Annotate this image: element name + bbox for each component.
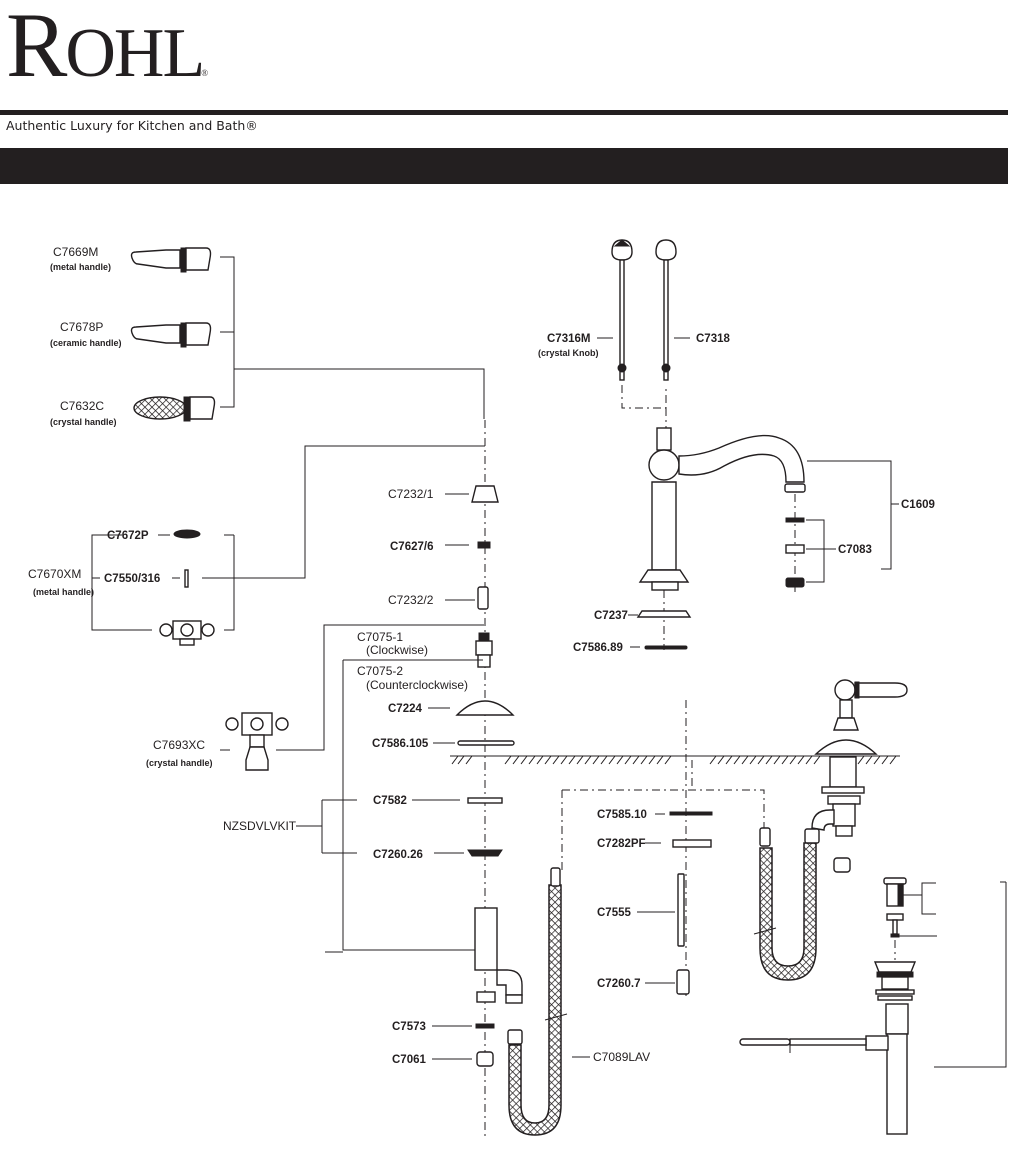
sleeve-c7232-2-icon[interactable] [477, 586, 489, 610]
label-c7083: C7083 [838, 544, 872, 556]
nut-c7627-6-icon[interactable] [477, 541, 491, 549]
spout-group: C1609 C7083 C7237 C7586.89 [573, 427, 935, 654]
label-c7237: C7237 [594, 610, 628, 622]
brand-name: ROHL® [6, 0, 208, 96]
label-c7318: C7318 [696, 333, 730, 345]
nut-c7260-26-icon[interactable] [467, 849, 503, 857]
label-c7075-2: C7075-2 [357, 664, 403, 678]
note-c7632c: (crystal handle) [50, 417, 117, 427]
crystal-cross-handle-group: C7693XC (crystal handle) [146, 624, 484, 771]
label-nzsdvlvkit: NZSDVLVKIT [223, 819, 297, 833]
label-c7586-89: C7586.89 [573, 642, 623, 654]
label-c7550-316: C7550/316 [104, 573, 160, 585]
handle-leader-lines [220, 256, 485, 419]
supply-hose-right-icon[interactable] [759, 809, 835, 981]
header-rule [0, 110, 1008, 115]
knob-metal-icon[interactable] [655, 239, 677, 381]
cross-handle-metal-icon[interactable] [159, 620, 215, 646]
label-c7585-10: C7585.10 [597, 809, 647, 821]
valve-body-icon[interactable] [474, 907, 523, 1004]
bonnet-c7232-1-icon[interactable] [471, 485, 499, 503]
pop-up-stopper-icon[interactable] [883, 877, 907, 938]
washer-c7585-10-icon[interactable] [669, 811, 713, 816]
label-c7670xm: C7670XM [28, 567, 81, 581]
note-c7693xc: (crystal handle) [146, 758, 213, 768]
nut-c7282pf-icon[interactable] [672, 839, 712, 848]
nut-c7260-7-icon[interactable] [676, 969, 690, 995]
label-c7232-2: C7232/2 [388, 593, 434, 607]
brand-tagline: Authentic Luxury for Kitchen and Bath® [6, 118, 258, 133]
assembled-valve-group [753, 679, 908, 981]
drain-body-icon[interactable] [739, 961, 917, 1135]
label-c7232-1: C7232/1 [388, 487, 434, 501]
label-c7693xc: C7693XC [153, 738, 205, 752]
cross-handle-kit-group: C7672P C7670XM (metal handle) C7550/316 [28, 445, 485, 646]
label-c1609: C1609 [901, 499, 935, 511]
handle-metal-icon[interactable] [130, 247, 212, 273]
escutcheon-c7224-icon[interactable] [455, 700, 515, 716]
aerator-washer-icon[interactable] [785, 517, 805, 523]
label-c7224: C7224 [388, 703, 422, 715]
washer-c7582-icon[interactable] [467, 797, 503, 804]
cap-c7672p-icon[interactable] [173, 529, 201, 539]
aerator-insert-icon[interactable] [785, 544, 805, 554]
spout-mount-group: C7585.10 C7282PF C7555 C7260.7 [561, 700, 765, 1000]
knob-crystal-icon[interactable] [611, 239, 633, 381]
screw-c7550-316-icon[interactable] [184, 569, 189, 588]
label-c7586-105: C7586.105 [372, 738, 429, 750]
cartridge-icon[interactable] [475, 632, 493, 668]
label-c7089lav: C7089LAV [593, 1050, 650, 1064]
lift-rod-group: C7316M (crystal Knob) C7318 [538, 239, 730, 428]
label-c7075-1: C7075-1 [357, 630, 403, 644]
note-c7316m: (crystal Knob) [538, 348, 599, 358]
label-c7316m: C7316M [547, 333, 590, 345]
note-c7678p: (ceramic handle) [50, 338, 122, 348]
note-c7670xm: (metal handle) [33, 587, 94, 597]
gasket-c7586-89-icon[interactable] [644, 645, 688, 650]
label-c7282pf: C7282PF [597, 838, 646, 850]
brand-logo: ROHL® Authentic Luxury for Kitchen and B… [6, 0, 258, 133]
spout-body-icon[interactable] [638, 427, 806, 591]
note-c7075-2: (Counterclockwise) [366, 678, 468, 692]
assembled-lever-icon[interactable] [814, 679, 908, 873]
rod-c7555-icon[interactable] [677, 873, 685, 947]
base-c7237-icon[interactable] [636, 610, 692, 618]
label-c7627-6: C7627/6 [390, 541, 433, 553]
label-c7669m: C7669M [53, 245, 98, 259]
label-c7678p: C7678P [60, 320, 103, 334]
handle-crystal-icon[interactable] [133, 396, 216, 422]
nut-c7061-icon[interactable] [476, 1051, 494, 1067]
valve-stack-group: C7232/1 C7627/6 C7232/2 C7075-1 (Clockwi… [223, 420, 900, 1140]
label-c7061: C7061 [392, 1054, 426, 1066]
label-c7260-26: C7260.26 [373, 849, 423, 861]
handle-ceramic-icon[interactable] [130, 322, 212, 348]
drain-group [739, 877, 1007, 1135]
label-c7582: C7582 [373, 795, 407, 807]
oring-c7573-icon[interactable] [475, 1023, 495, 1029]
aerator-housing-icon[interactable] [785, 577, 805, 588]
lever-handle-group: C7669M (metal handle) C7678P (ceramic ha… [50, 245, 485, 427]
supply-hose-left-icon[interactable] [507, 867, 562, 1136]
label-c7260-7: C7260.7 [597, 978, 640, 990]
label-c7573: C7573 [392, 1021, 426, 1033]
cross-handle-crystal-icon[interactable] [225, 712, 289, 771]
section-title-band [0, 148, 1008, 184]
note-c7075-1: (Clockwise) [366, 643, 428, 657]
note-c7669m: (metal handle) [50, 262, 111, 272]
gasket-c7586-105-icon[interactable] [457, 740, 515, 746]
label-c7555: C7555 [597, 907, 631, 919]
label-c7632c: C7632C [60, 399, 104, 413]
label-c7672p: C7672P [107, 530, 149, 542]
